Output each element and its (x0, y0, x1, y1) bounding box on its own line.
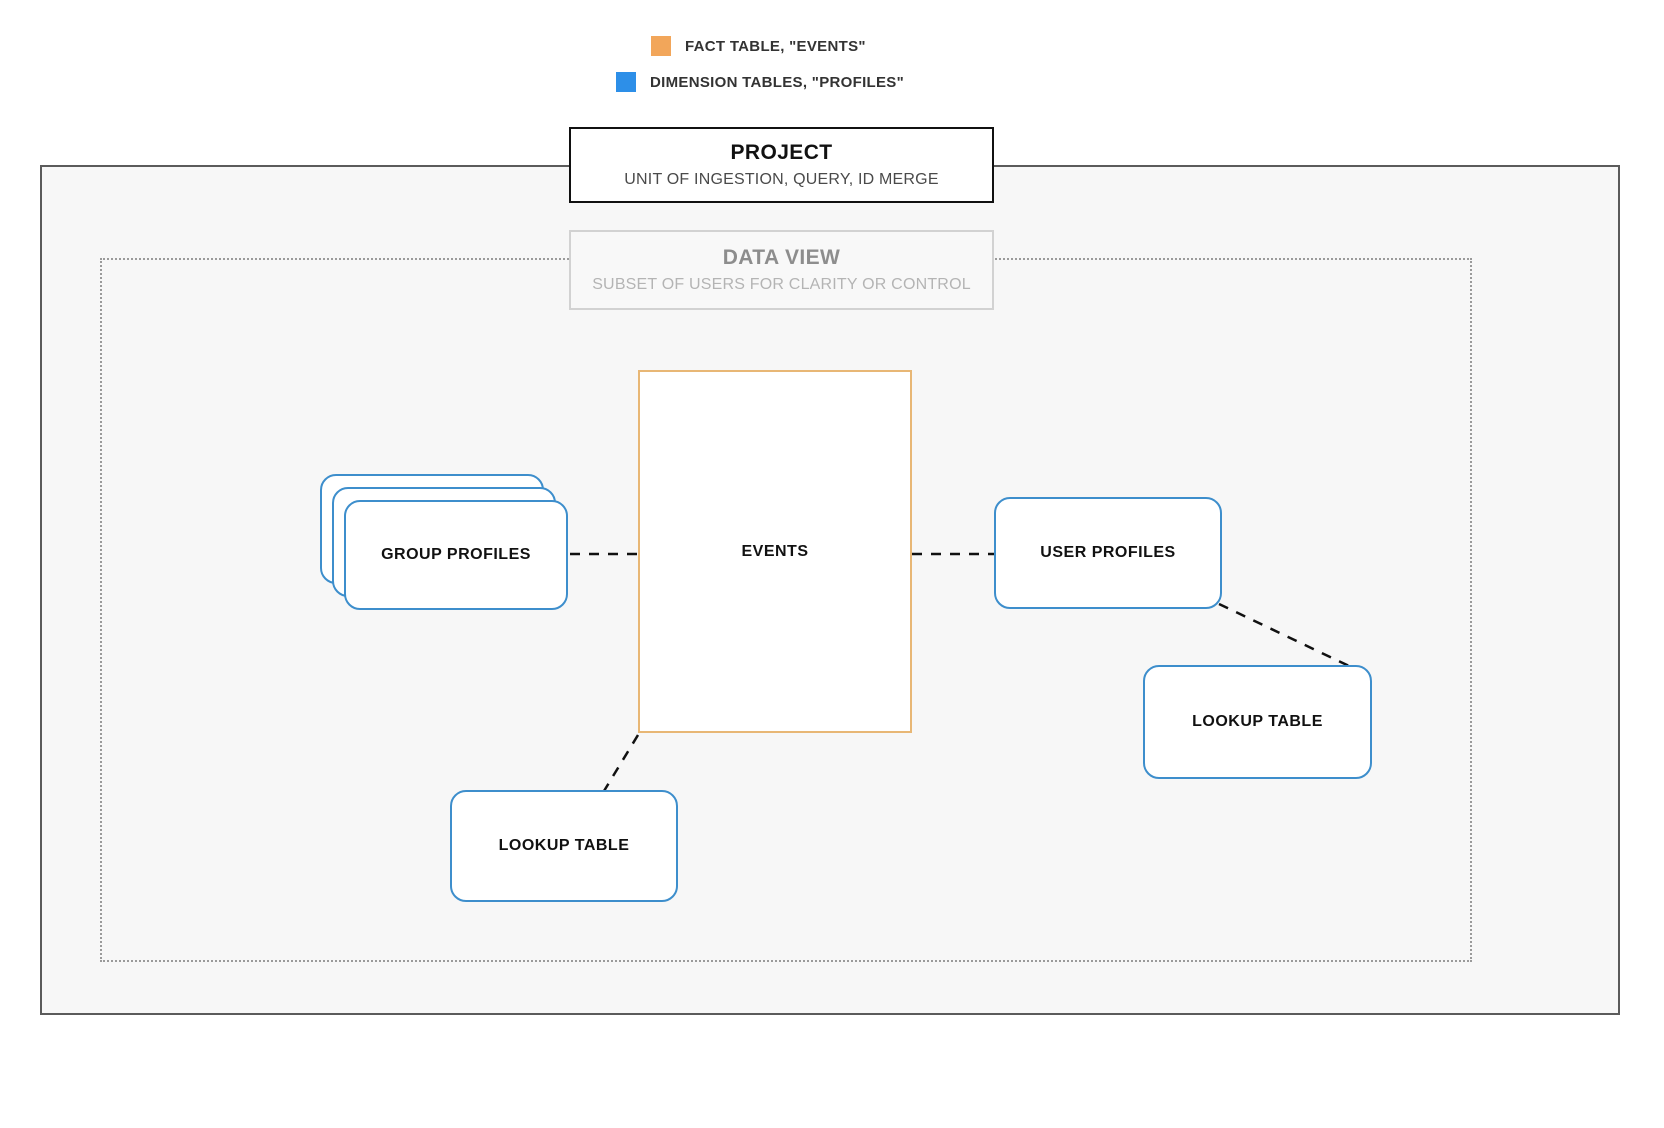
node-group-profiles[interactable]: GROUP PROFILES (344, 500, 568, 610)
node-group-profiles-label: GROUP PROFILES (381, 546, 531, 563)
project-title: PROJECT (730, 141, 833, 164)
data-view-title: DATA VIEW (722, 246, 841, 269)
project-title-card: PROJECT UNIT OF INGESTION, QUERY, ID MER… (569, 127, 994, 203)
legend-label-dimension-tables: DIMENSION TABLES, "PROFILES" (650, 73, 905, 91)
legend-item-fact-table: FACT TABLE, "EVENTS" (651, 36, 866, 56)
node-lookup-table-right-label: LOOKUP TABLE (1192, 713, 1323, 730)
node-user-profiles[interactable]: USER PROFILES (994, 497, 1222, 609)
dimension-table-swatch (616, 72, 636, 92)
node-lookup-table-left[interactable]: LOOKUP TABLE (450, 790, 678, 902)
legend-item-dimension-tables: DIMENSION TABLES, "PROFILES" (616, 72, 904, 92)
node-lookup-table-right[interactable]: LOOKUP TABLE (1143, 665, 1372, 779)
node-lookup-table-left-label: LOOKUP TABLE (498, 837, 630, 854)
fact-table-swatch (651, 36, 671, 56)
legend-label-fact-table: FACT TABLE, "EVENTS" (685, 37, 866, 55)
node-events-label: EVENTS (741, 542, 809, 560)
data-view-subtitle: SUBSET OF USERS FOR CLARITY OR CONTROL (592, 276, 971, 293)
project-subtitle: UNIT OF INGESTION, QUERY, ID MERGE (624, 171, 939, 188)
data-view-title-card: DATA VIEW SUBSET OF USERS FOR CLARITY OR… (569, 230, 994, 310)
node-events[interactable]: EVENTS (638, 370, 912, 733)
node-user-profiles-label: USER PROFILES (1040, 544, 1176, 561)
